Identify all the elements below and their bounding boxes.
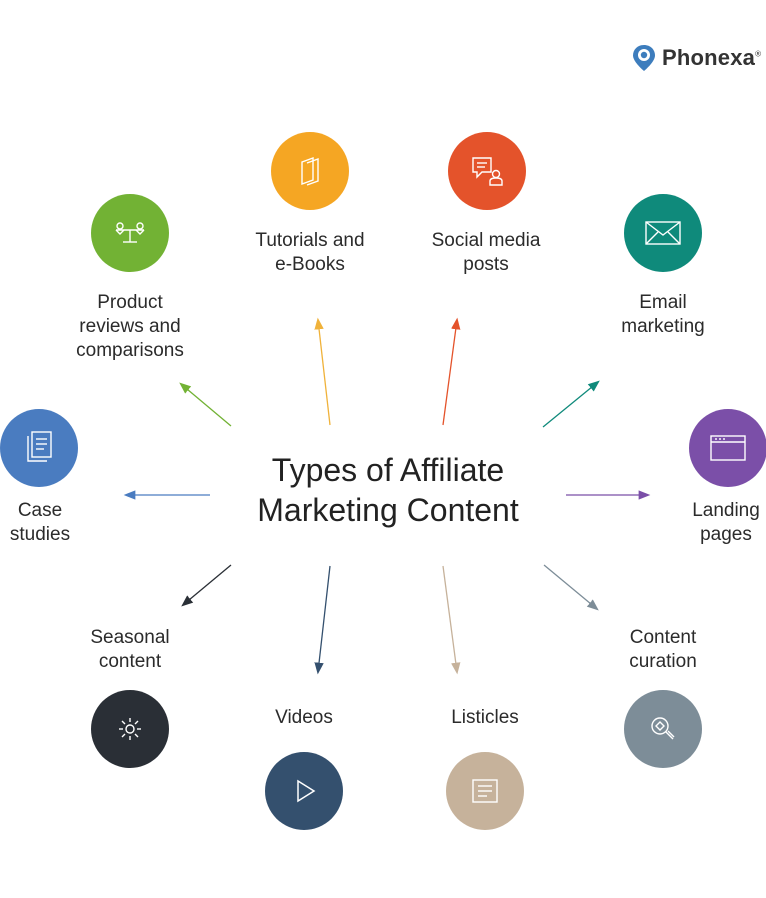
list-document-icon [472,779,498,803]
node-email-label: Email marketing [621,292,705,337]
arrow-product [179,382,232,427]
node-case-circle [0,409,78,487]
node-landing-circle [689,409,766,487]
node-curation-label: Content curation [629,627,697,672]
node-product-circle [91,194,169,272]
arrow-seasonal [181,564,232,607]
magnifier-icon [651,717,675,740]
node-landing-label: Landing pages [692,500,760,545]
node-videos-circle [265,752,343,830]
arrow-tutorials [314,317,331,426]
node-tutorials-label: Tutorials and e-Books [255,230,365,275]
node-tutorials-circle [271,132,349,210]
location-pin-icon [633,45,655,71]
node-listicles-circle [446,752,524,830]
node-videos-label: Videos [275,707,333,728]
book-icon [301,157,319,186]
document-stack-icon [27,431,52,462]
node-listicles-label: Listicles [451,707,519,728]
sun-icon [119,718,141,740]
title-line-2: Marketing Content [257,492,519,528]
node-curation-circle [624,690,702,768]
brand-logo: Phonexa® [632,44,761,72]
play-icon [297,779,316,803]
node-email-circle [624,194,702,272]
arrow-curation [543,564,599,611]
arrow-social [442,317,461,426]
chat-user-icon [472,157,503,186]
node-social-label: Social media posts [431,230,541,275]
arrow-email [542,380,600,428]
diagram-title: Types of Affiliate Marketing Content [198,450,578,530]
node-seasonal-circle [91,690,169,768]
balance-scale-icon [115,222,145,243]
arrow-videos [314,565,331,675]
browser-window-icon [710,435,746,461]
brand-trademark: ® [755,49,762,59]
envelope-icon [645,221,681,245]
brand-name: Phonexa [662,45,756,70]
title-line-1: Types of Affiliate [271,452,505,488]
node-case-label: Case studies [9,500,71,545]
node-seasonal-label: Seasonal content [90,627,170,672]
node-social-circle [448,132,526,210]
arrow-listicles [442,565,461,675]
node-product-label: Product reviews and comparisons [76,292,184,361]
